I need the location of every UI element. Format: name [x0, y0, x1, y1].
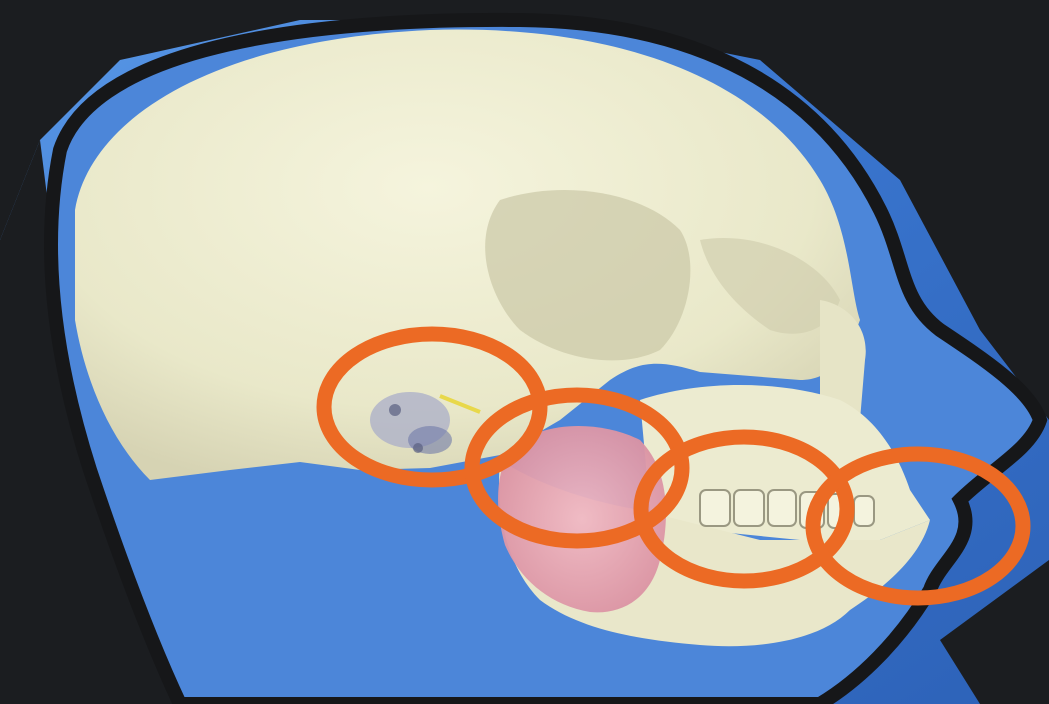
anatomy-illustration: [0, 0, 1049, 704]
